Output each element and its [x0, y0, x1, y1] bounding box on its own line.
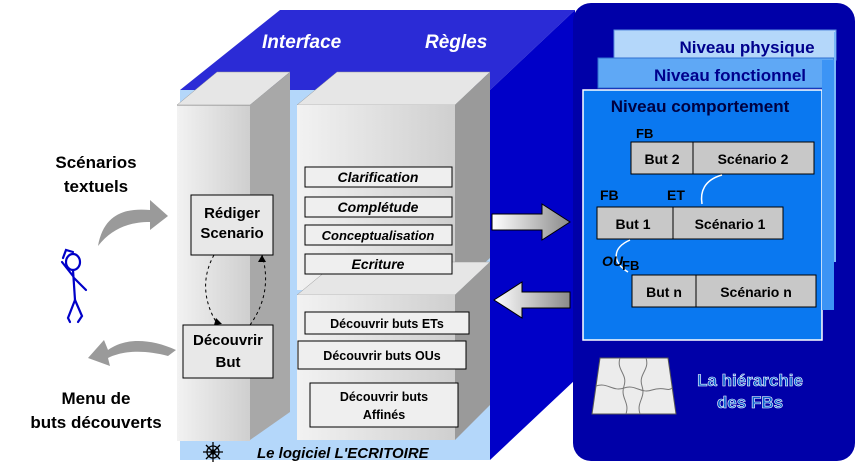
- menu-label: Menu de: [62, 389, 131, 408]
- svg-text:Découvrir: Découvrir: [193, 332, 263, 349]
- svg-text:Scénario 2: Scénario 2: [718, 151, 789, 167]
- ship-wheel-icon: [203, 442, 223, 462]
- level-physique-card: [613, 29, 837, 61]
- arrow-to-hierarchy: [491, 203, 571, 241]
- regles-label: Règles: [425, 32, 487, 53]
- rule-ecriture: Ecriture: [352, 256, 405, 272]
- scenarios-label-2: textuels: [64, 177, 128, 196]
- rule-buts-ets: Découvrir buts ETs: [330, 317, 444, 331]
- ou-label: OU: [602, 253, 624, 269]
- scenarios-label: Scénarios: [55, 153, 136, 172]
- rules-bottom-items: Découvrir buts ETs Découvrir buts OUs Dé…: [297, 311, 470, 428]
- ou-connector: [615, 239, 631, 273]
- interface-label: Interface: [262, 32, 342, 53]
- rediger-scenario-box: Rédiger Scenario: [190, 194, 274, 256]
- hierarchy-panel: Niveau physique Niveau fonctionnel Nivea…: [573, 3, 855, 461]
- footer-label: Le logiciel L'ECRITOIRE: [257, 445, 430, 462]
- puzzle-icon: [591, 357, 677, 415]
- et-label: ET: [667, 187, 685, 203]
- arrow-from-hierarchy: [493, 281, 571, 319]
- rule-conceptualisation: Conceptualisation: [322, 228, 435, 243]
- decouvrir-but-box: Découvrir But: [182, 324, 274, 379]
- interface-block: [176, 71, 291, 441]
- user-figure-icon: [60, 248, 88, 324]
- rule-buts-affines-1: Découvrir buts: [340, 390, 428, 404]
- fb-row-but1: [596, 206, 784, 240]
- fb-label-1: FB: [636, 126, 653, 141]
- fb-label-2: FB: [600, 187, 619, 203]
- hierarchy-caption-2: des FBs: [717, 393, 783, 412]
- rule-completude: Complétude: [338, 199, 419, 215]
- et-connector: [700, 174, 723, 205]
- level-fonctionnel-label: Niveau fonctionnel: [654, 66, 806, 85]
- rule-buts-affines-2: Affinés: [363, 408, 405, 422]
- svg-text:Scénario 1: Scénario 1: [695, 216, 766, 232]
- level-comportement-label: Niveau comportement: [611, 97, 790, 116]
- svg-text:Scénario n: Scénario n: [720, 284, 792, 300]
- level-physique-label: Niveau physique: [679, 38, 814, 57]
- svg-text:Scenario: Scenario: [200, 225, 263, 242]
- svg-text:But n: But n: [646, 284, 682, 300]
- fb-label-3: FB: [622, 258, 639, 273]
- left-side: Scénarios textuels Menu de buts découver…: [30, 153, 176, 432]
- cube-right-face: [490, 10, 575, 460]
- hierarchy-caption-1: La hiérarchie: [697, 371, 803, 390]
- fb-row-but2: [630, 141, 815, 175]
- rule-clarification: Clarification: [338, 169, 419, 185]
- svg-text:But 1: But 1: [616, 216, 651, 232]
- dashed-arrowhead-up: [258, 255, 266, 262]
- rule-buts-ous: Découvrir buts OUs: [323, 349, 440, 363]
- curved-arrow-top: [98, 200, 168, 246]
- menu-label-2: buts découverts: [30, 413, 161, 432]
- svg-text:But 2: But 2: [645, 151, 680, 167]
- cube-top-face: [180, 10, 575, 90]
- svg-text:Rédiger: Rédiger: [204, 205, 260, 222]
- curved-arrow-bottom: [88, 340, 176, 366]
- fb-row-butn: [631, 274, 817, 308]
- footer: Le logiciel L'ECRITOIRE: [203, 442, 430, 462]
- rules-top-items: Clarification Complétude Conceptualisati…: [304, 166, 453, 275]
- svg-text:But: But: [216, 354, 241, 371]
- level-fonctionnel-card: [597, 57, 835, 89]
- dashed-arrowhead-down: [214, 318, 222, 325]
